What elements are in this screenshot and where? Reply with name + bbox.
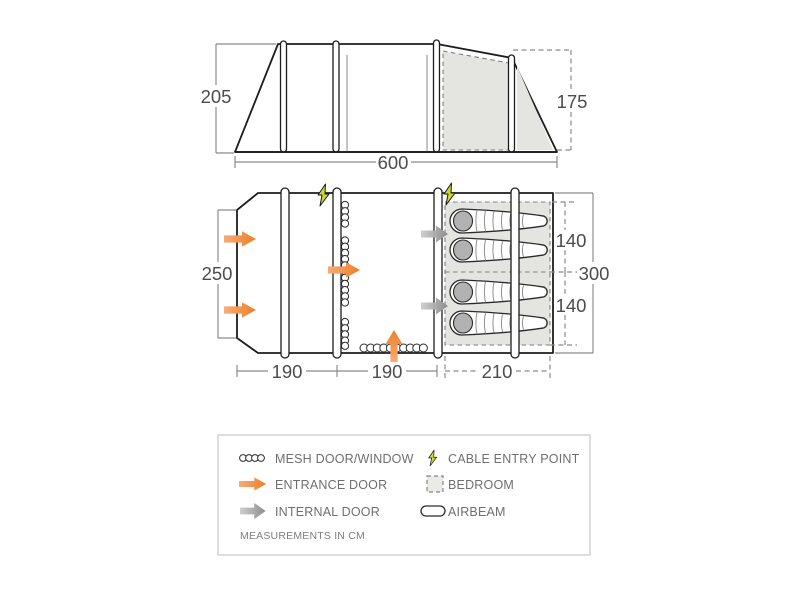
elevation-bedroom-area	[442, 50, 510, 151]
floorplan-right-depth-label: 300	[579, 263, 610, 284]
floorplan-airbeam-4	[510, 187, 520, 359]
dim-floorplan-section-3: 210	[444, 356, 551, 382]
bedroom-icon	[426, 475, 444, 493]
legend-box	[217, 434, 591, 556]
floorplan-section3-label: 210	[482, 361, 513, 382]
legend-note: MEASUREMENTS IN CM	[240, 530, 365, 542]
elevation-airbeam-3	[432, 39, 441, 153]
airbeam-icon	[420, 505, 446, 517]
elevation-airbeam-4	[507, 54, 516, 153]
legend-label-airbeam: AIRBEAM	[448, 505, 506, 519]
dim-floorplan-section-2: 190	[337, 361, 438, 382]
floorplan-view: 250 300 140 140	[202, 182, 610, 382]
elevation-bedroom-side	[517, 66, 553, 150]
elevation-airbeam-2	[332, 40, 340, 153]
dim-bedroom-upper: 140	[550, 201, 587, 273]
elevation-height-right-label: 175	[557, 91, 588, 112]
entrance-door-arrow-4	[385, 330, 403, 362]
mesh-door-window-icon	[239, 454, 265, 462]
legend-label-entrance: ENTRANCE DOOR	[275, 478, 387, 492]
dim-elevation-height-right: 175	[513, 49, 588, 151]
legend-label-bedroom: BEDROOM	[448, 478, 514, 492]
floorplan-section1-label: 190	[272, 361, 303, 382]
elevation-view: 205 175 600	[201, 39, 588, 173]
elevation-width-label: 600	[378, 152, 409, 173]
legend-label-mesh: MESH DOOR/WINDOW	[275, 452, 414, 466]
elevation-airbeam-1	[279, 40, 288, 153]
elevation-height-left-label: 205	[201, 86, 232, 107]
legend-label-cable: CABLE ENTRY POINT	[448, 452, 580, 466]
floorplan-airbeam-3	[433, 187, 443, 359]
dim-floorplan-left-depth: 250	[202, 209, 236, 339]
dim-elevation-width: 600	[234, 152, 558, 173]
floorplan-left-depth-label: 250	[202, 263, 233, 284]
dim-floorplan-section-1: 190	[236, 361, 338, 382]
dim-elevation-height-left: 205	[201, 43, 276, 154]
dim-bedroom-lower: 140	[550, 272, 587, 346]
dim-floorplan-right-depth: 300	[555, 192, 610, 354]
legend: MESH DOOR/WINDOW CABLE ENTRY POINT ENTRA…	[217, 434, 591, 556]
floorplan-section2-label: 190	[372, 361, 403, 382]
legend-label-internal: INTERNAL DOOR	[275, 505, 380, 519]
floorplan-airbeam-1	[280, 187, 290, 359]
bedroom-lower-label: 140	[556, 295, 587, 316]
bedroom-upper-label: 140	[556, 230, 587, 251]
